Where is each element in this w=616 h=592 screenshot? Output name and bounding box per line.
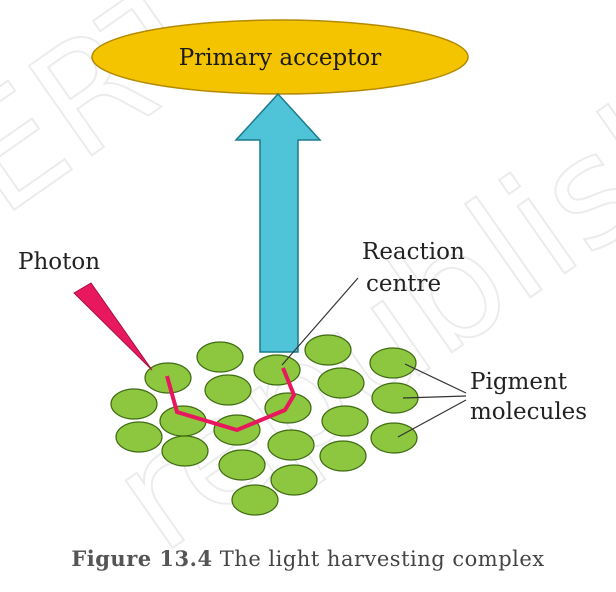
primary-acceptor-ellipse	[91, 19, 469, 95]
pigment-molecule	[110, 388, 158, 420]
pigment-molecule	[159, 405, 207, 437]
pigment-molecule	[267, 429, 315, 461]
reaction-centre-label-line1: Reaction	[362, 239, 465, 265]
pigment-molecule	[319, 440, 367, 472]
pigment-molecule	[370, 422, 418, 454]
pigment-molecule	[317, 367, 365, 399]
figure-caption: Figure 13.4 The light harvesting complex	[0, 546, 616, 571]
photon-icon	[73, 282, 153, 371]
energy-transfer-arrow	[234, 92, 322, 353]
pigment-label-line2: molecules	[470, 399, 587, 425]
reaction-centre-label-line2: centre	[366, 271, 441, 297]
pigment-leader-line-3	[397, 399, 467, 438]
pigment-leader-line-1	[404, 363, 467, 394]
pigment-leader-line-2	[402, 395, 467, 399]
pigment-molecules-group	[110, 334, 419, 516]
pigment-molecule	[115, 421, 163, 453]
pigment-molecule	[204, 374, 252, 406]
pigment-molecule	[270, 464, 318, 496]
pigment-molecule	[321, 405, 369, 437]
pigment-label-line1: Pigment	[470, 369, 568, 395]
pigment-molecule	[196, 341, 244, 373]
pigment-molecule	[161, 435, 209, 467]
pigment-molecule	[231, 484, 279, 516]
figure-number: Figure 13.4	[71, 546, 213, 571]
pigment-molecule	[304, 334, 352, 366]
photon-label: Photon	[18, 249, 100, 275]
figure-caption-text: The light harvesting complex	[219, 547, 545, 571]
pigment-molecule	[369, 347, 417, 379]
reaction-centre-leader-line	[281, 277, 359, 366]
pigment-molecule	[218, 449, 266, 481]
reaction-centre-molecule	[253, 354, 301, 386]
primary-acceptor-label: Primary acceptor	[179, 45, 382, 71]
excitation-energy-path	[165, 367, 297, 433]
